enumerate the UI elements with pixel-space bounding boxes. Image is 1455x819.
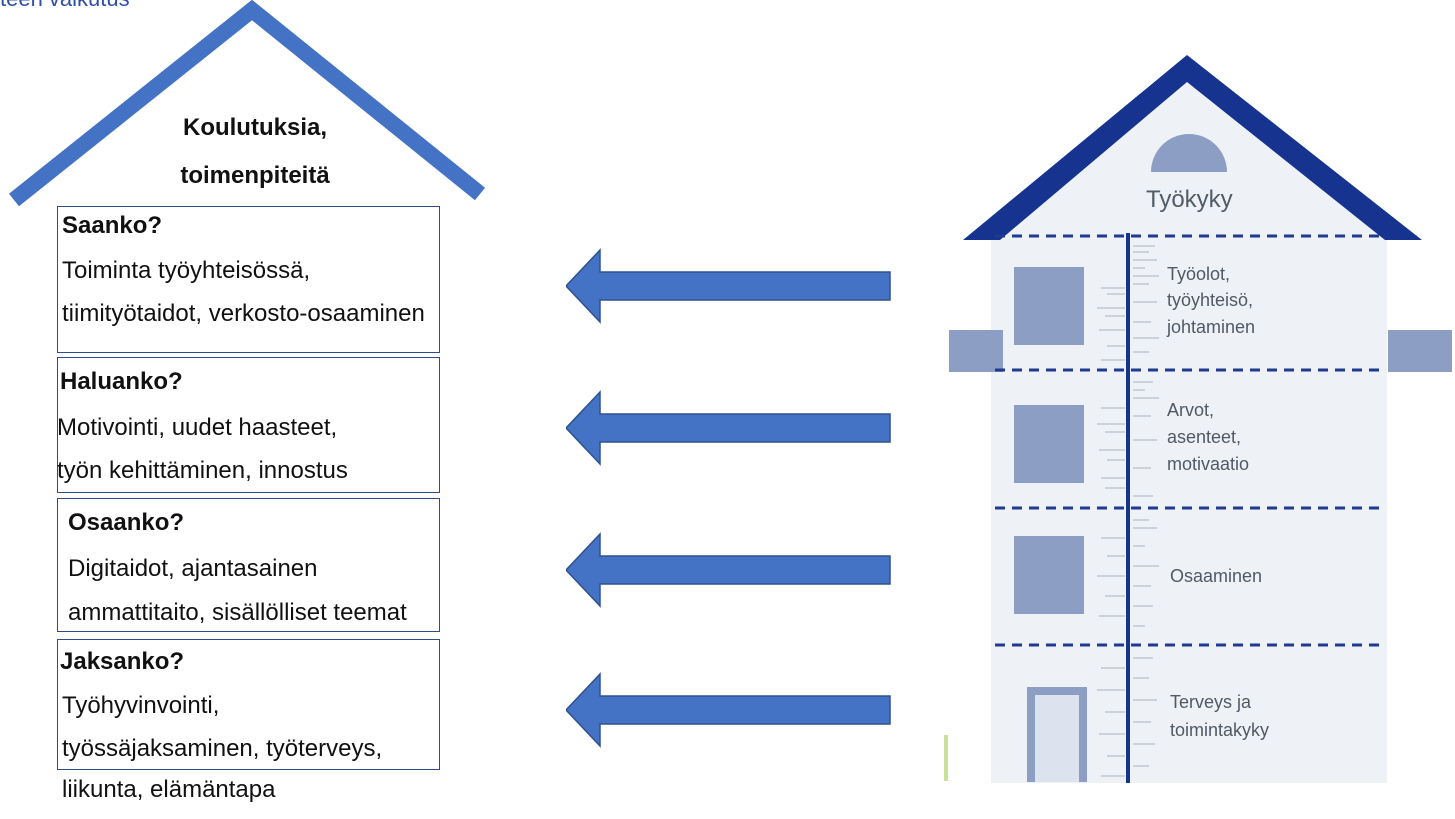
box-osaanko-line-1: Digitaidot, ajantasainen bbox=[68, 555, 318, 582]
roof-text-line-2: toimenpiteitä bbox=[180, 162, 330, 189]
floor-1-line-3: johtaminen bbox=[1167, 317, 1256, 337]
arrow-1-icon bbox=[566, 248, 891, 324]
floor-4-line-2: toimintakyky bbox=[1170, 720, 1270, 740]
floor-1-line-1: Työolot, bbox=[1167, 264, 1231, 284]
box-jaksanko bbox=[57, 639, 440, 770]
box-saanko-heading: Saanko? bbox=[62, 212, 163, 239]
floor-2-line-2: asenteet, bbox=[1167, 427, 1242, 447]
arrow-3-icon bbox=[566, 532, 891, 608]
decorative-strip bbox=[944, 735, 948, 781]
floor-1-line-2: työyhteisö, bbox=[1167, 290, 1254, 310]
box-haluanko-line-2: työn kehittäminen, innostus bbox=[57, 457, 348, 484]
box-osaanko-heading: Osaanko? bbox=[68, 509, 185, 536]
floor-3-line-1: Osaaminen bbox=[1170, 566, 1263, 586]
box-saanko bbox=[57, 206, 440, 353]
floor-2-line-1: Arvot, bbox=[1167, 400, 1215, 420]
box-osaanko bbox=[57, 498, 440, 632]
left-roof bbox=[9, 0, 486, 207]
arrow-2-icon bbox=[566, 390, 891, 466]
box-saanko-line-1: Toiminta työyhteisössä, bbox=[62, 257, 311, 284]
arrow-4-icon bbox=[566, 672, 891, 748]
title-fragment: teen vaikutus bbox=[0, 0, 130, 12]
box-jaksanko-line-1: Työhyvinvointi, bbox=[62, 692, 220, 719]
box-jaksanko-heading: Jaksanko? bbox=[60, 648, 185, 675]
box-jaksanko-line-2: työssäjaksaminen, työterveys, bbox=[62, 735, 383, 762]
floor-4-line-1: Terveys ja bbox=[1170, 692, 1252, 712]
box-haluanko-line-1: Motivointi, uudet haasteet, bbox=[57, 414, 338, 441]
box-osaanko-line-2: ammattitaito, sisällölliset teemat bbox=[68, 599, 407, 626]
box-saanko-line-2: tiimityötaidot, verkosto-osaaminen bbox=[62, 300, 425, 327]
house-title: Työkyky bbox=[1146, 186, 1233, 213]
floor-2-line-3: motivaatio bbox=[1167, 454, 1250, 474]
box-haluanko-heading: Haluanko? bbox=[60, 368, 183, 395]
box-haluanko bbox=[57, 357, 440, 493]
box-jaksanko-line-3: liikunta, elämäntapa bbox=[62, 776, 276, 803]
roof-text-line-1: Koulutuksia, bbox=[182, 114, 327, 141]
house-illustration bbox=[949, 55, 1452, 783]
